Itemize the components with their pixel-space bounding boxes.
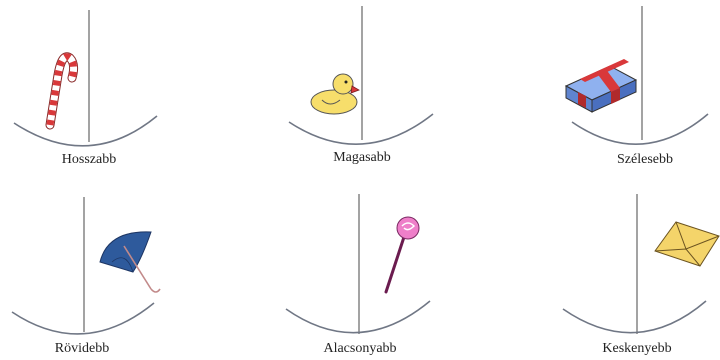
card-alacsonyabb[interactable] [286,194,430,334]
lollipop-icon [386,217,419,292]
bowl-arc [12,303,154,334]
label-rovidebb: Rövidebb [55,341,109,357]
bowl-arc [572,114,708,144]
label-keskenyebb: Keskenyebb [602,341,671,357]
gift-box-icon [566,59,636,112]
card-magasabb[interactable] [289,6,433,144]
card-rovidebb[interactable] [12,197,160,334]
label-hosszabb: Hosszabb [62,152,116,168]
label-magasabb: Magasabb [333,150,391,166]
label-alacsonyabb: Alacsonyabb [323,341,396,357]
umbrella-icon [100,232,160,292]
bowl-arc [289,114,433,144]
card-szelesebb[interactable] [566,6,708,144]
bowl-arc [14,116,157,146]
candy-cane-icon [50,57,74,125]
card-hosszabb[interactable] [14,10,157,146]
card-keskenyebb[interactable] [563,194,719,334]
label-szelesebb: Szélesebb [617,152,673,168]
rubber-duck-icon [311,74,359,114]
bowl-arc [563,301,706,333]
bowl-arc [286,301,430,333]
envelope-icon [655,222,719,266]
